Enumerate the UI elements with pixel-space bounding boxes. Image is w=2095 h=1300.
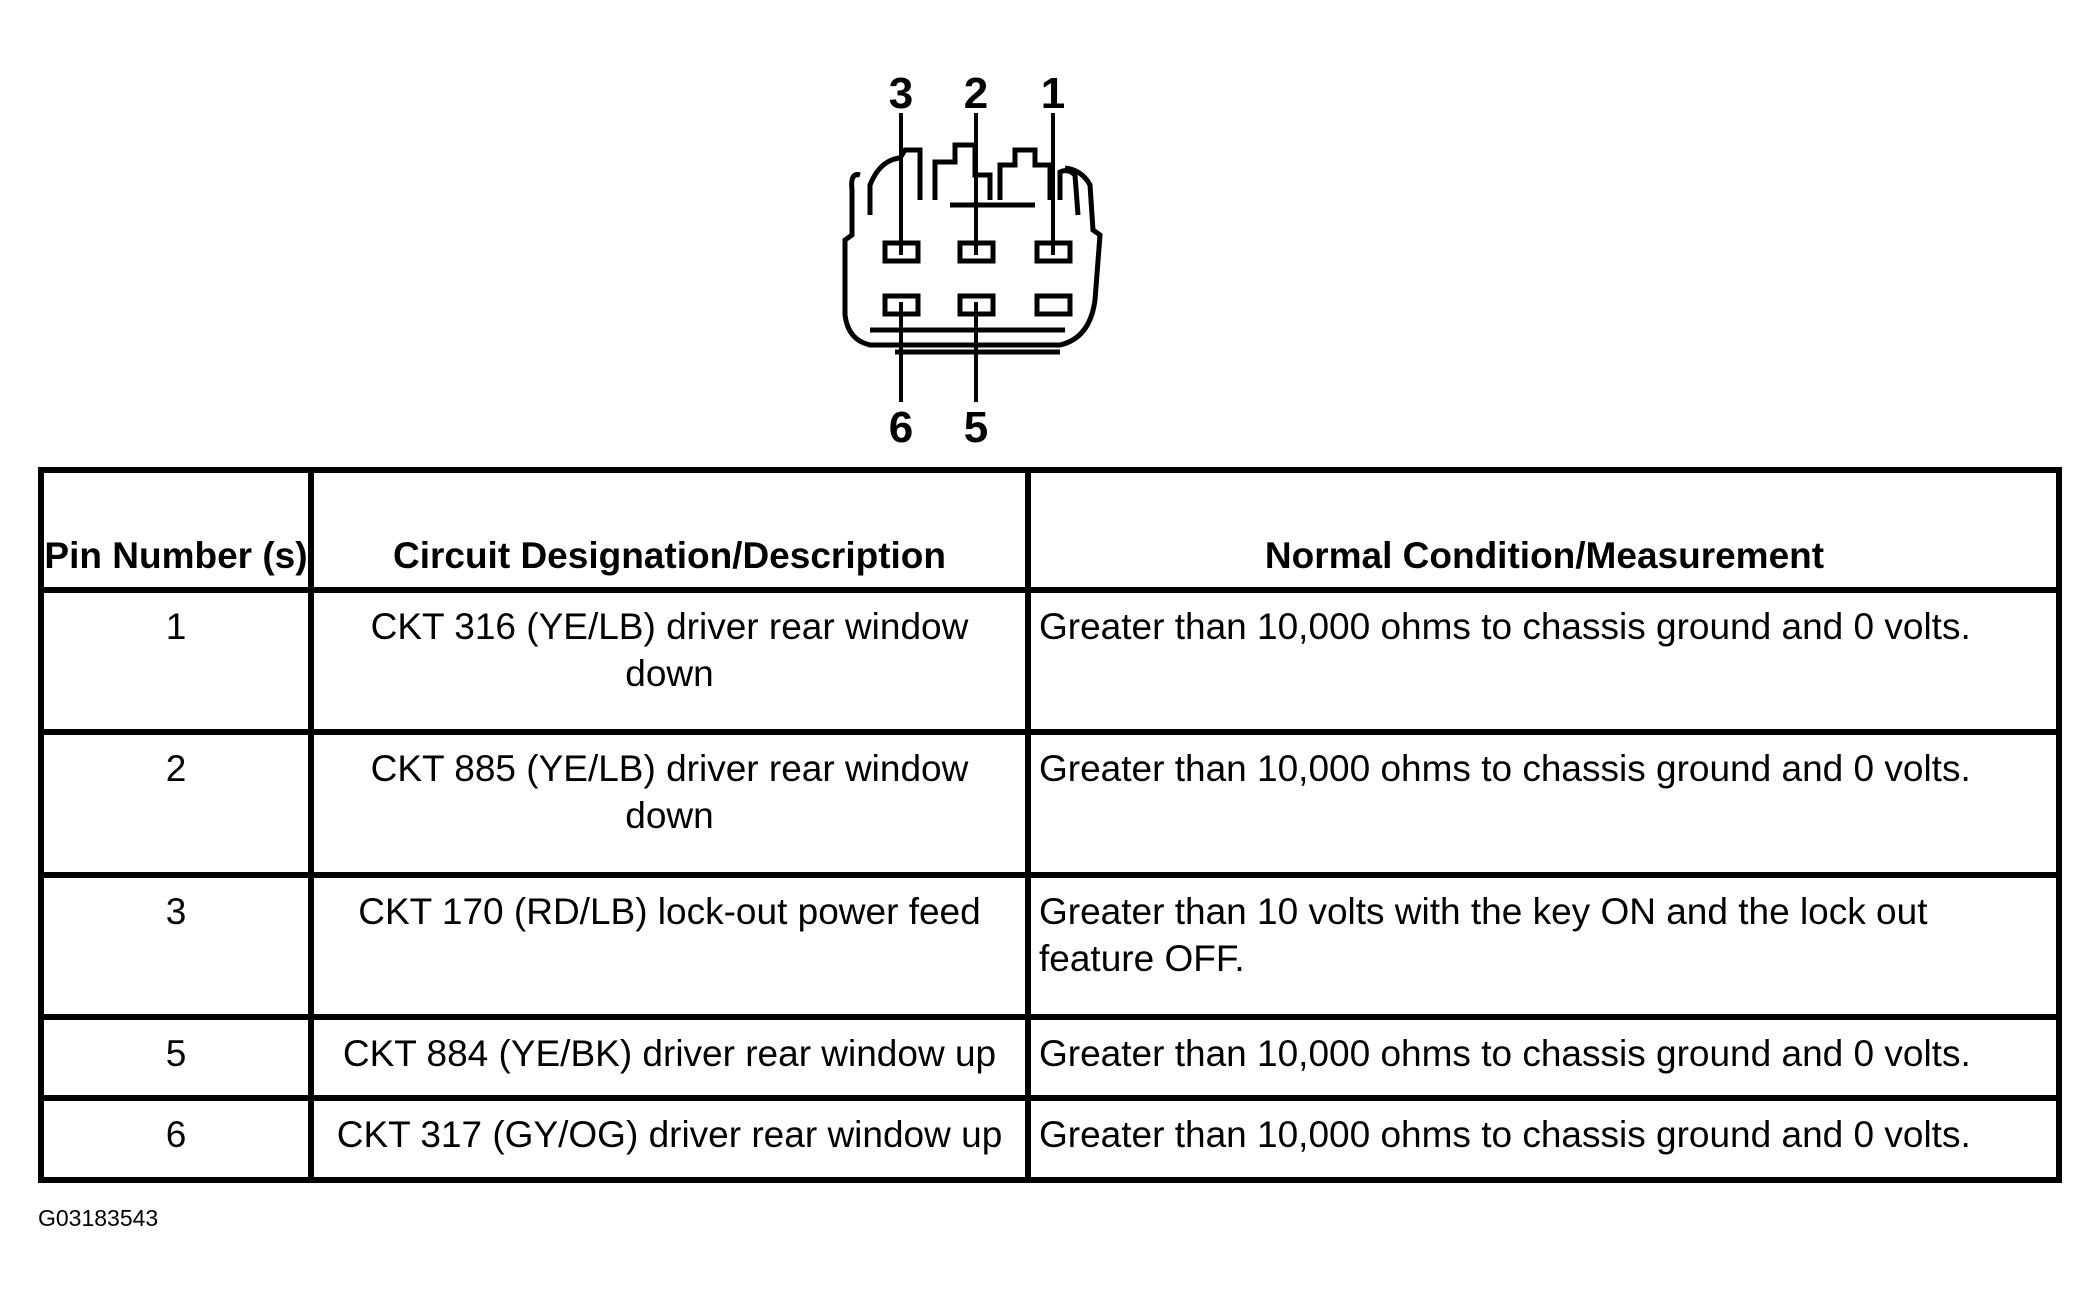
pin-leader-lines [899, 113, 1055, 402]
table-row: 2 CKT 885 (YE/LB) driver rear window dow… [38, 729, 2062, 878]
header-measurement: Normal Condition/Measurement [1025, 467, 2062, 593]
cell-pin: 3 [38, 871, 314, 1020]
cell-circuit: CKT 316 (YE/LB) driver rear window down [308, 586, 1031, 736]
cell-measurement: Greater than 10,000 ohms to chassis grou… [1025, 586, 2062, 736]
pin-table: Pin Number (s) Circuit Designation/Descr… [38, 467, 2062, 1183]
table-header-row: Pin Number (s) Circuit Designation/Descr… [38, 467, 2062, 593]
cell-circuit: CKT 884 (YE/BK) driver rear window up [308, 1013, 1031, 1102]
header-circuit: Circuit Designation/Description [308, 467, 1031, 593]
cell-pin: 2 [38, 729, 314, 878]
pin-label-5: 5 [964, 403, 988, 452]
pin-label-6: 6 [889, 403, 913, 452]
table-row: 6 CKT 317 (GY/OG) driver rear window up … [38, 1095, 2062, 1183]
header-pin-number: Pin Number (s) [38, 467, 314, 593]
cell-circuit: CKT 170 (RD/LB) lock-out power feed [308, 871, 1031, 1020]
table-row: 5 CKT 884 (YE/BK) driver rear window up … [38, 1013, 2062, 1102]
cell-circuit: CKT 317 (GY/OG) driver rear window up [308, 1095, 1031, 1183]
cell-measurement: Greater than 10,000 ohms to chassis grou… [1025, 729, 2062, 878]
connector-diagram: 3 2 1 6 5 [842, 69, 1103, 452]
figure-code: G03183543 [38, 1205, 159, 1231]
cell-pin: 5 [38, 1013, 314, 1102]
table-row: 1 CKT 316 (YE/LB) driver rear window dow… [38, 586, 2062, 736]
cell-pin: 6 [38, 1095, 314, 1183]
table-row: 3 CKT 170 (RD/LB) lock-out power feed Gr… [38, 871, 2062, 1020]
pin-label-3: 3 [889, 69, 913, 118]
pin-label-2: 2 [964, 69, 988, 118]
pin-label-1: 1 [1041, 69, 1065, 118]
cell-measurement: Greater than 10,000 ohms to chassis grou… [1025, 1013, 2062, 1102]
cell-measurement: Greater than 10 volts with the key ON an… [1025, 871, 2062, 1020]
cavity-pin-4 [1034, 293, 1073, 317]
cell-pin: 1 [38, 586, 314, 736]
cell-measurement: Greater than 10,000 ohms to chassis grou… [1025, 1095, 2062, 1183]
cell-circuit: CKT 885 (YE/LB) driver rear window down [308, 729, 1031, 878]
